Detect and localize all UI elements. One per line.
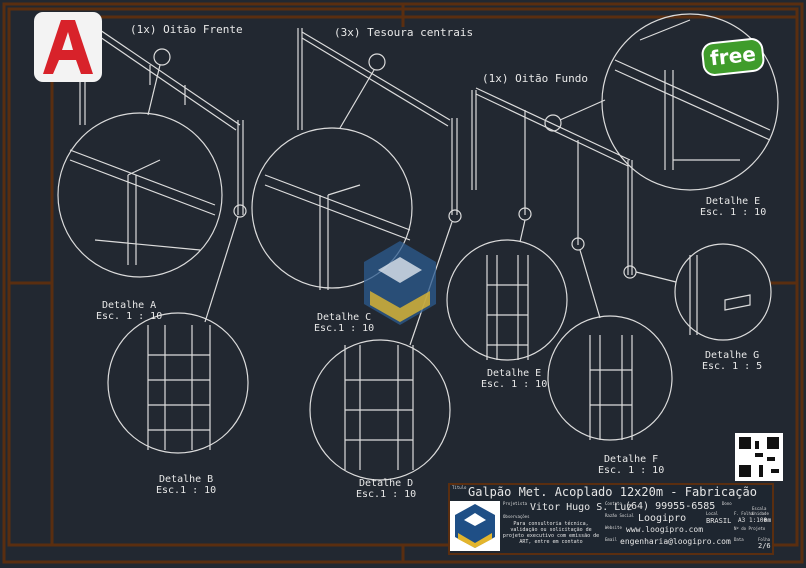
title-block: Título Galpão Met. Acoplado 12x20m - Fab… xyxy=(448,483,774,555)
company: Loogipro xyxy=(638,513,687,524)
owner-label: Dono xyxy=(722,501,732,506)
country-label: Local xyxy=(706,511,719,516)
website-link[interactable]: www.loogipro.com xyxy=(626,525,704,534)
contact-label: Contato xyxy=(605,501,622,506)
unit-label: Unidade xyxy=(752,511,769,516)
page-number: 2/6 xyxy=(758,542,771,550)
view-title-oitao-fundo: (1x) Oitão Fundo xyxy=(482,72,588,85)
scale-label: Escala xyxy=(752,506,767,511)
structure-lines xyxy=(57,13,779,481)
company-label: Razão Social xyxy=(605,513,634,518)
drawing-title: Galpão Met. Acoplado 12x20m - Fabricação xyxy=(468,485,757,499)
watermark-logo xyxy=(364,241,436,325)
loogipro-logo xyxy=(450,501,500,551)
email-label: Email xyxy=(605,537,618,542)
email-link[interactable]: engenharia@loogipro.com xyxy=(620,537,731,546)
title-label: Título xyxy=(452,485,467,490)
sheet-format-label: F. Folha xyxy=(734,511,754,516)
author-label: Projetista xyxy=(503,501,528,506)
page-label: Folha xyxy=(758,537,771,542)
view-title-oitao-frente: (1x) Oitão Frente xyxy=(130,23,243,36)
notes: Para consultoria técnica, validação ou s… xyxy=(502,521,600,545)
contact-phone: (64) 99955-6585 xyxy=(625,501,716,512)
unit: mm xyxy=(764,517,772,524)
country: BRASIL xyxy=(706,517,732,525)
project-number-label: Nº do Projeto xyxy=(734,526,766,531)
notes-label: Observações xyxy=(503,514,530,519)
website-label: Website xyxy=(605,525,622,530)
date-label: Data xyxy=(734,537,744,542)
author: Vitor Hugo S. Luz xyxy=(530,502,633,513)
free-badge: free xyxy=(702,39,764,75)
scale: 1:100 xyxy=(749,517,768,524)
autocad-logo-icon xyxy=(34,12,102,82)
qr-code[interactable] xyxy=(735,433,783,481)
sheet-format: A3 xyxy=(738,517,746,524)
view-title-tesoura: (3x) Tesoura centrais xyxy=(334,26,474,39)
